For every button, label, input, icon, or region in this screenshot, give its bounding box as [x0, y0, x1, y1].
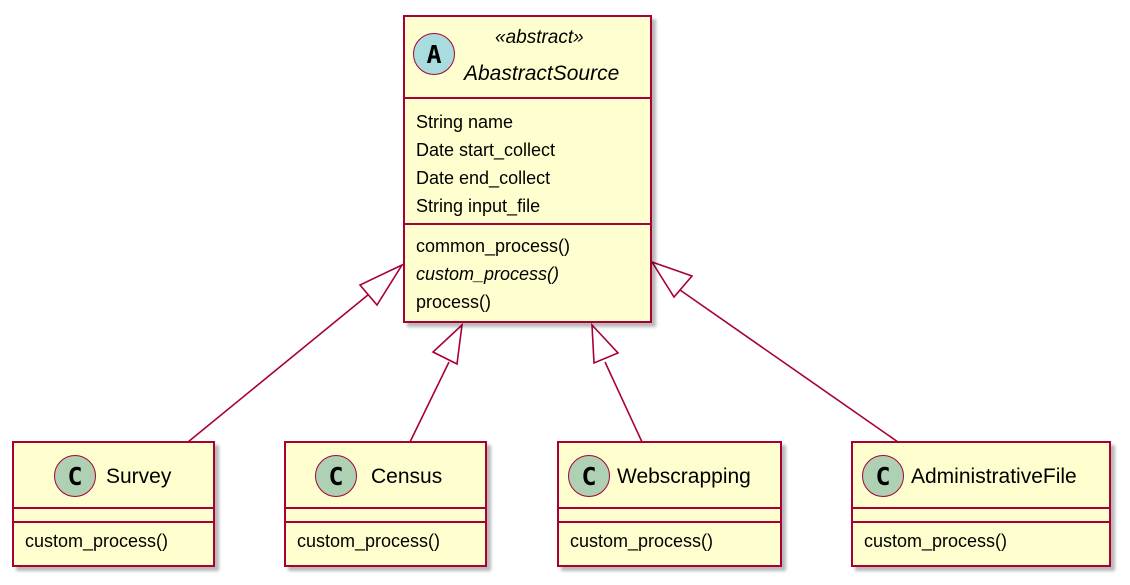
method: common_process(): [416, 236, 571, 256]
class-survey[interactable]: C Survey custom_process(): [12, 441, 215, 567]
methods-section: custom_process(): [559, 523, 780, 555]
attributes-section: [559, 509, 780, 523]
class-header: A «abstract» AbastractSource: [405, 17, 650, 99]
methods-section: custom_process(): [286, 523, 485, 555]
class-header: C AdministrativeFile: [853, 443, 1109, 509]
method: custom_process(): [570, 531, 714, 551]
edge-webscrapping: [591, 322, 643, 443]
class-administrativefile[interactable]: C AdministrativeFile custom_process(): [851, 441, 1111, 567]
class-name: AdministrativeFile: [911, 465, 1077, 488]
class-name: AbastractSource: [464, 62, 620, 85]
class-abastractsource[interactable]: A «abstract» AbastractSource String name…: [403, 15, 652, 323]
attribute: String input_file: [416, 196, 541, 216]
class-name: Census: [371, 465, 443, 488]
abstract-badge-icon: A: [413, 33, 455, 75]
attribute: String name: [416, 112, 514, 132]
class-webscrapping[interactable]: C Webscrapping custom_process(): [557, 441, 782, 567]
class-badge-icon: C: [862, 455, 904, 497]
method: custom_process(): [864, 531, 1008, 551]
class-name: Survey: [106, 465, 172, 488]
class-header: C Survey: [14, 443, 213, 509]
class-census[interactable]: C Census custom_process(): [284, 441, 487, 567]
class-badge-icon: C: [54, 455, 96, 497]
class-header: C Webscrapping: [559, 443, 780, 509]
class-stereotype: «abstract»: [495, 27, 584, 48]
method: process(): [416, 292, 492, 312]
edge-survey: [187, 263, 405, 443]
class-header: C Census: [286, 443, 485, 509]
method: custom_process(): [25, 531, 169, 551]
attributes-section: [853, 509, 1109, 523]
class-badge-icon: C: [315, 455, 357, 497]
methods-section: custom_process(): [14, 523, 213, 555]
attributes-section: [286, 509, 485, 523]
methods-section: common_process() custom_process() proces…: [405, 225, 650, 316]
method: custom_process(): [297, 531, 441, 551]
attribute: Date start_collect: [416, 140, 556, 160]
attribute: Date end_collect: [416, 168, 551, 188]
attributes-section: String name Date start_collect Date end_…: [405, 99, 650, 225]
edge-administrativefile: [650, 260, 899, 443]
edge-census: [409, 322, 464, 443]
methods-section: custom_process(): [853, 523, 1109, 555]
abstract-method: custom_process(): [416, 264, 560, 284]
attributes-section: [14, 509, 213, 523]
class-name: Webscrapping: [617, 465, 751, 488]
class-badge-icon: C: [568, 455, 610, 497]
